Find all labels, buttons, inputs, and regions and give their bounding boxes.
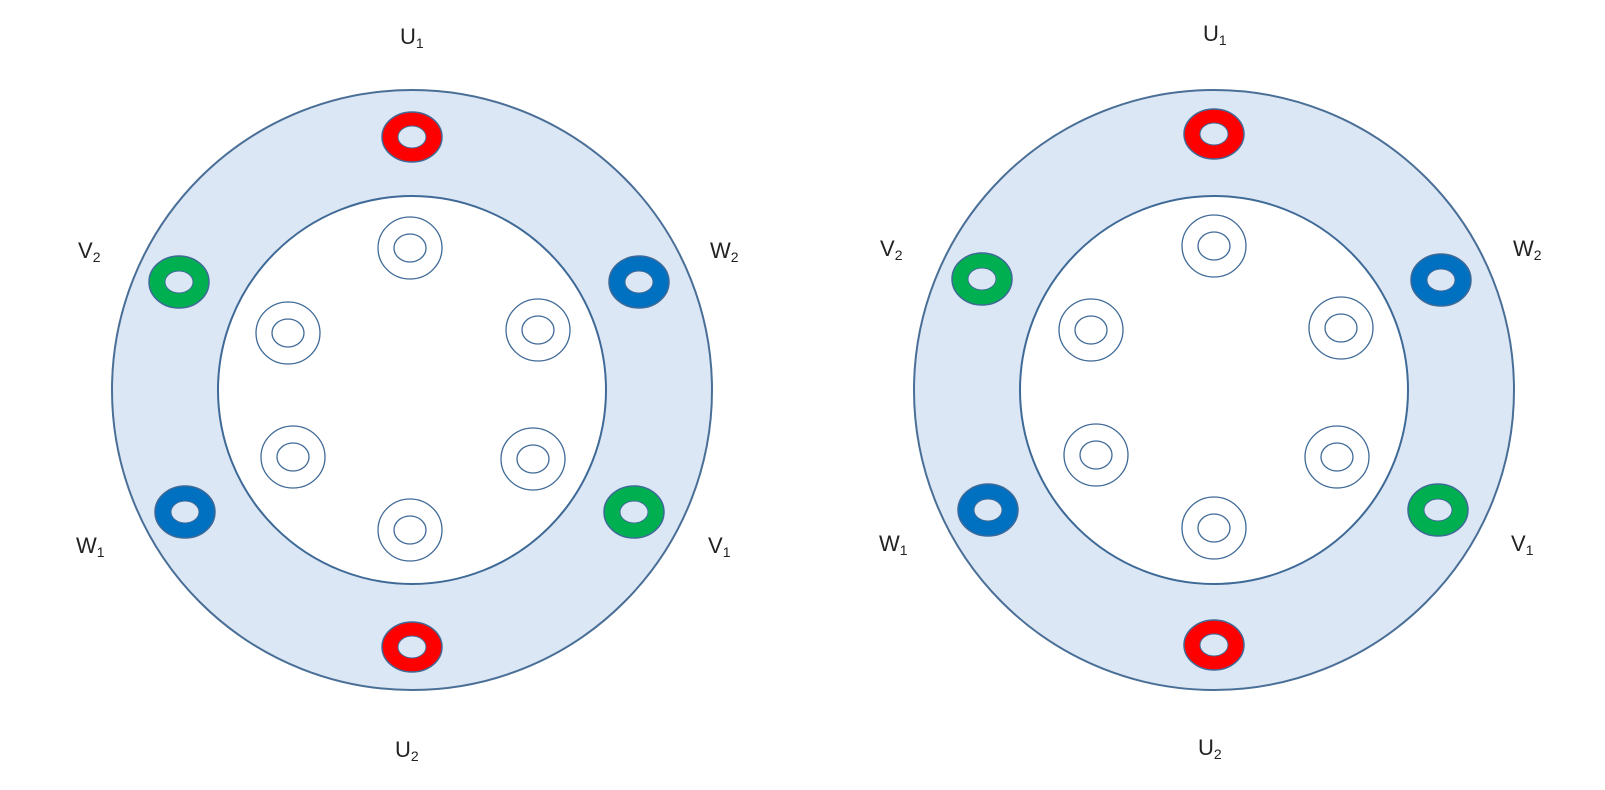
stator-coil-v2 — [148, 255, 210, 309]
rotor-slot — [505, 298, 571, 362]
motor-diagram-right: U1 U2 V2 W2 W1 V1 — [879, 21, 1542, 762]
stator-coil-u2 — [1183, 619, 1245, 671]
terminal-label-u1: U1 — [400, 24, 424, 51]
stator-coil-v1 — [603, 485, 665, 539]
rotor-slot — [1063, 423, 1129, 487]
rotor-slot — [1181, 214, 1247, 278]
terminal-label-w2: W2 — [1513, 236, 1542, 263]
terminal-label-w1: W1 — [879, 531, 908, 558]
rotor-slot — [1304, 425, 1370, 489]
rotor-slot — [1181, 496, 1247, 560]
rotor-slot — [377, 498, 443, 562]
terminal-label-u2: U2 — [1198, 735, 1222, 762]
stator-coil-u1 — [381, 111, 443, 163]
rotor-slot — [1308, 296, 1374, 360]
stator-coil-u1 — [1183, 108, 1245, 160]
stator-coil-w1 — [154, 485, 216, 539]
rotor-slot — [260, 425, 326, 489]
motor-diagram-left: U1 U2 V2 W2 W1 V1 — [76, 24, 739, 764]
rotor-slot — [500, 427, 566, 491]
stator-coil-v1 — [1407, 483, 1469, 537]
stator-coil-u2 — [381, 621, 443, 673]
stator-coil-w2 — [1410, 253, 1472, 307]
rotor-slot — [255, 301, 321, 365]
terminal-label-v1: V1 — [708, 533, 731, 560]
stator-coil-w2 — [608, 255, 670, 309]
terminal-label-u2: U2 — [395, 737, 419, 764]
rotor-slot — [377, 216, 443, 280]
stator-coil-v2 — [951, 252, 1013, 306]
stator-coil-w1 — [957, 483, 1019, 537]
terminal-label-w2: W2 — [710, 238, 739, 265]
terminal-label-v1: V1 — [1511, 531, 1534, 558]
terminal-label-v2: V2 — [880, 236, 903, 263]
terminal-label-v2: V2 — [78, 238, 101, 265]
terminal-label-u1: U1 — [1203, 21, 1227, 48]
rotor-slot — [1058, 298, 1124, 362]
terminal-label-w1: W1 — [76, 533, 105, 560]
rotor — [217, 195, 607, 585]
rotor — [1019, 195, 1409, 585]
